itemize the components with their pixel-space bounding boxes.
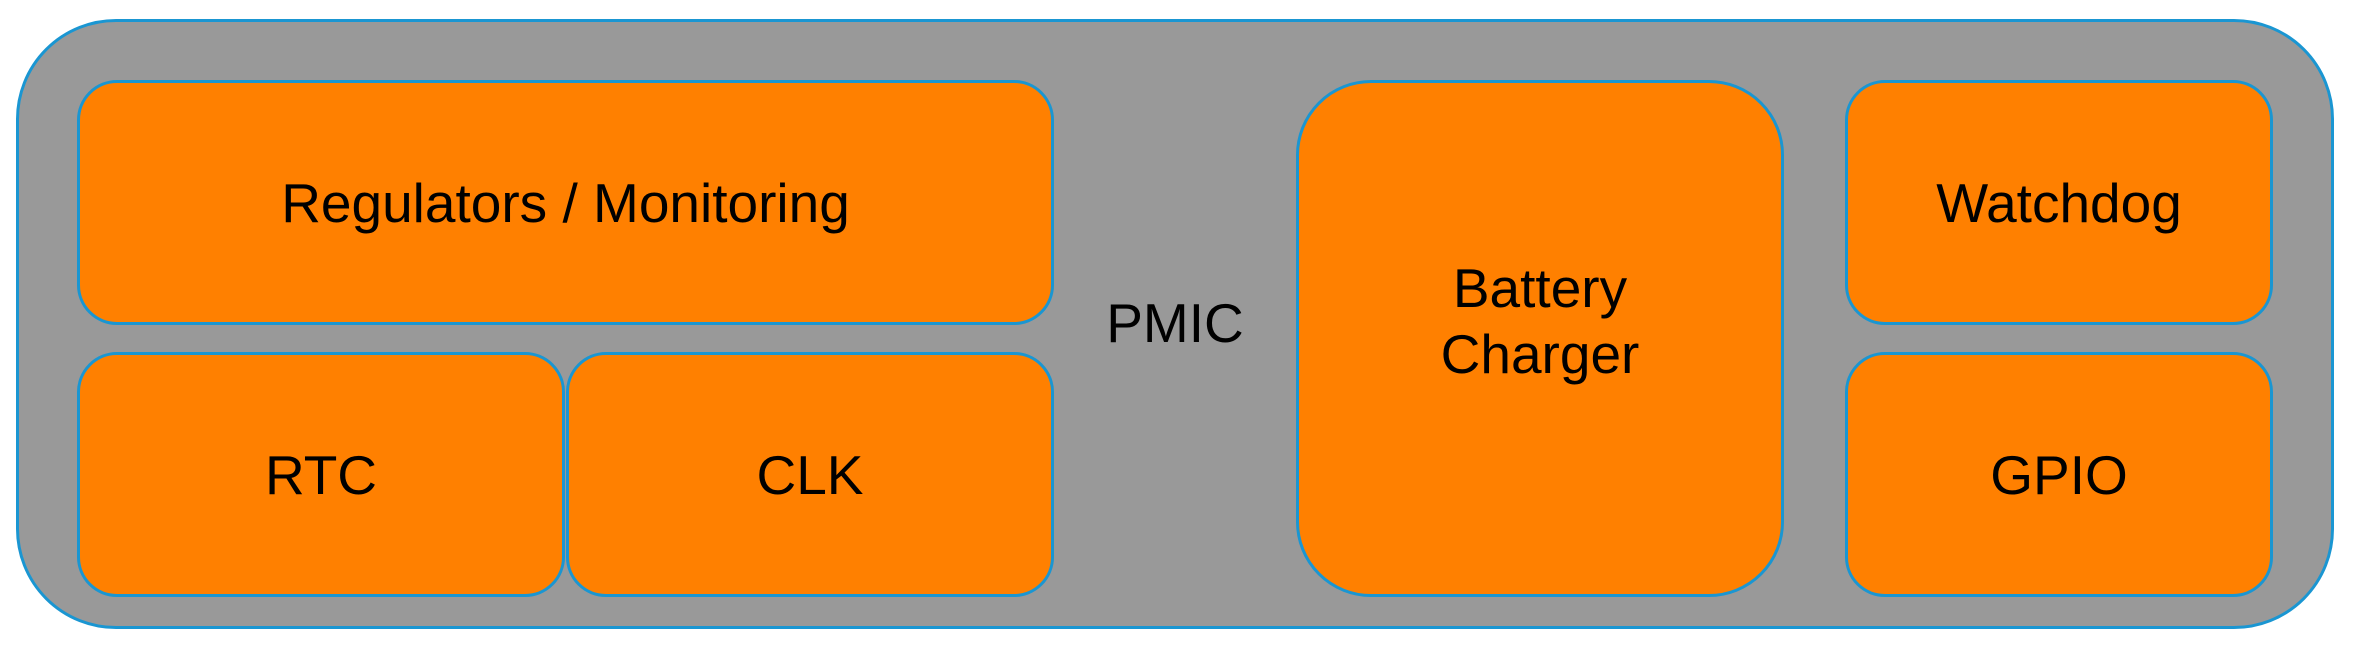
watchdog-label: Watchdog (1936, 171, 2182, 234)
pmic-label: PMIC (1106, 292, 1244, 354)
regulators-monitoring-block: Regulators / Monitoring (77, 80, 1054, 325)
rtc-label: RTC (264, 443, 378, 506)
watchdog-block: Watchdog (1845, 80, 2273, 325)
battery-charger-line2: Charger (1440, 322, 1640, 385)
gpio-block: GPIO (1845, 352, 2273, 597)
clk-block: CLK (566, 352, 1054, 597)
regulators-monitoring-label: Regulators / Monitoring (281, 171, 850, 234)
clk-label: CLK (756, 443, 864, 506)
gpio-label: GPIO (1990, 443, 2128, 506)
battery-charger-line1: Battery (1452, 256, 1628, 319)
rtc-block: RTC (77, 352, 565, 597)
battery-charger-block: Battery Charger (1296, 80, 1784, 597)
battery-charger-label: Battery Charger (1441, 255, 1640, 387)
